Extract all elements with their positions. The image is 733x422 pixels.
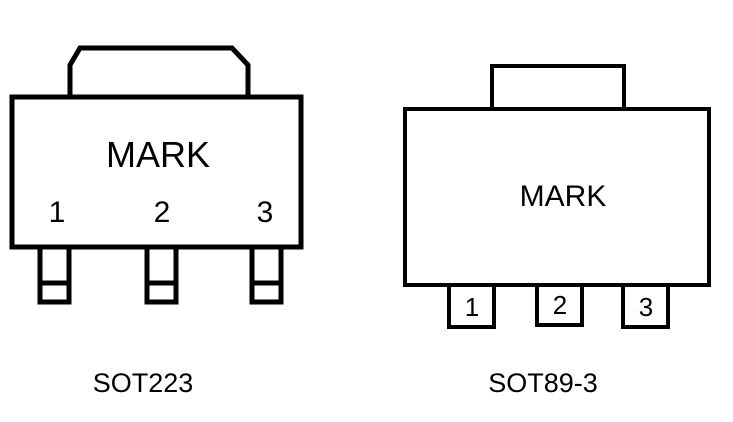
sot223-caption: SOT223 xyxy=(93,368,194,398)
sot89-caption: SOT89-3 xyxy=(488,368,598,398)
sot223-lead-1 xyxy=(37,244,72,305)
sot223-pin-1-label: 1 xyxy=(49,196,66,229)
sot223-lead-3 xyxy=(249,244,284,305)
sot89-pin-2-label: 2 xyxy=(553,290,567,320)
sot223-mark-label: MARK xyxy=(106,134,210,175)
sot89-package: MARK 1 2 3 SOT89-3 xyxy=(403,64,711,398)
sot89-tab xyxy=(490,64,626,111)
sot89-lead-3: 3 xyxy=(621,283,670,329)
sot223-body xyxy=(9,94,304,250)
sot89-pin-1-label: 1 xyxy=(465,292,479,322)
sot223-lead-2 xyxy=(144,244,179,305)
sot223-pin-2-label: 2 xyxy=(154,196,171,229)
sot89-pin-3-label: 3 xyxy=(639,292,653,322)
sot89-lead-2: 2 xyxy=(535,283,584,327)
sot223-pin-3-label: 3 xyxy=(257,196,274,229)
sot89-lead-1: 1 xyxy=(447,283,496,329)
sot223-package: MARK 1 2 3 SOT223 xyxy=(9,45,304,398)
sot89-body xyxy=(403,107,711,287)
sot89-mark-label: MARK xyxy=(520,180,607,213)
sot223-tab xyxy=(67,45,251,97)
